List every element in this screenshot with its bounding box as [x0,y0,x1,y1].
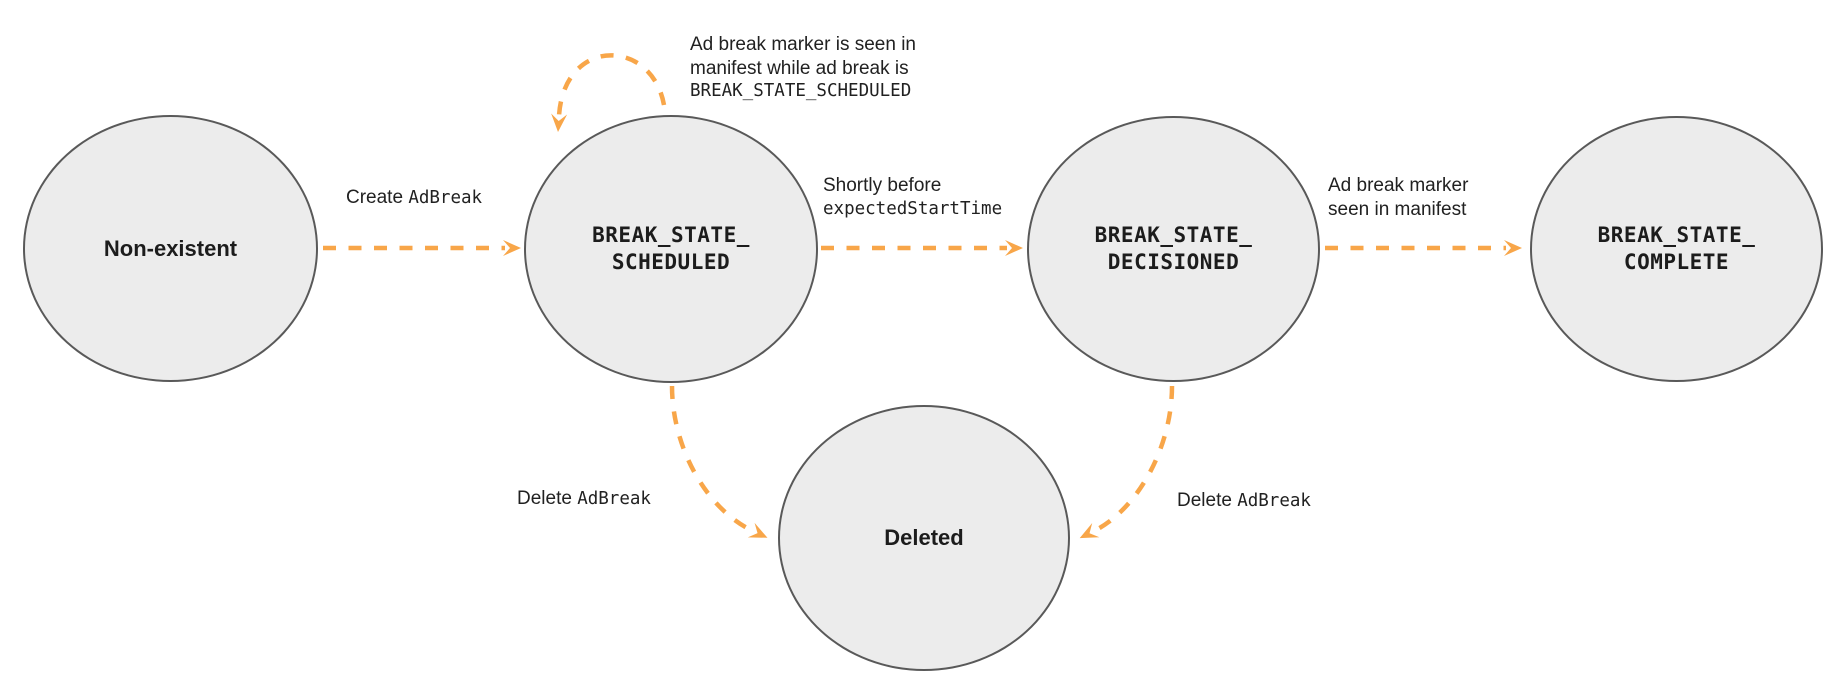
transition-label-delete-left-text: Delete [517,488,578,509]
transition-label-delete-right-text: Delete [1177,490,1238,511]
state-break-state-scheduled-label: BREAK_STATE_ SCHEDULED [592,223,750,274]
transition-label-marker-seen-line1: Ad break marker [1328,175,1469,196]
transition-label-delete-adbreak-right: Delete AdBreak [1177,489,1311,514]
state-break-state-scheduled: BREAK_STATE_ SCHEDULED [524,115,818,383]
state-non-existent-label: Non-existent [103,235,238,261]
state-deleted-label: Deleted [884,525,964,550]
transition-label-shortly-before-line2: expectedStartTime [823,198,1003,219]
transition-label-self-loop-line1: Ad break marker is seen in [690,34,916,55]
transition-label-self-loop-line2: manifest while ad break is [690,57,909,79]
transition-label-delete-left-code: AdBreak [577,489,651,509]
transition-label-create-adbreak: Create AdBreak [346,186,482,211]
transition-label-shortly-before-line1: Shortly before [823,175,942,196]
state-deleted: Deleted [778,405,1070,671]
transition-label-marker-seen: Ad break marker seen in manifest [1328,174,1468,221]
state-break-state-decisioned: BREAK_STATE_ DECISIONED [1027,116,1320,382]
transition-label-shortly-before: Shortly before expectedStartTime [823,174,1002,221]
state-break-state-complete-label: BREAK_STATE_ COMPLETE [1597,223,1756,274]
arrow-self-loop-scheduled [551,53,667,132]
transition-label-self-loop: Ad break marker is seen in manifest whil… [690,33,916,104]
transition-label-create-adbreak-code: AdBreak [408,188,483,208]
arrow-scheduled-to-deleted [669,385,768,538]
arrow-decisioned-to-deleted [1079,385,1175,539]
transition-label-create-adbreak-text: Create [346,187,409,208]
transition-label-delete-adbreak-left: Delete AdBreak [517,487,651,512]
transition-label-self-loop-line3: BREAK_STATE_SCHEDULED [690,81,912,101]
transition-label-marker-seen-line2: seen in manifest [1328,198,1467,220]
state-break-state-decisioned-label: BREAK_STATE_ DECISIONED [1094,223,1253,274]
transition-label-delete-right-code: AdBreak [1237,491,1311,511]
state-break-state-complete: BREAK_STATE_ COMPLETE [1530,116,1823,382]
state-non-existent: Non-existent [23,115,318,382]
